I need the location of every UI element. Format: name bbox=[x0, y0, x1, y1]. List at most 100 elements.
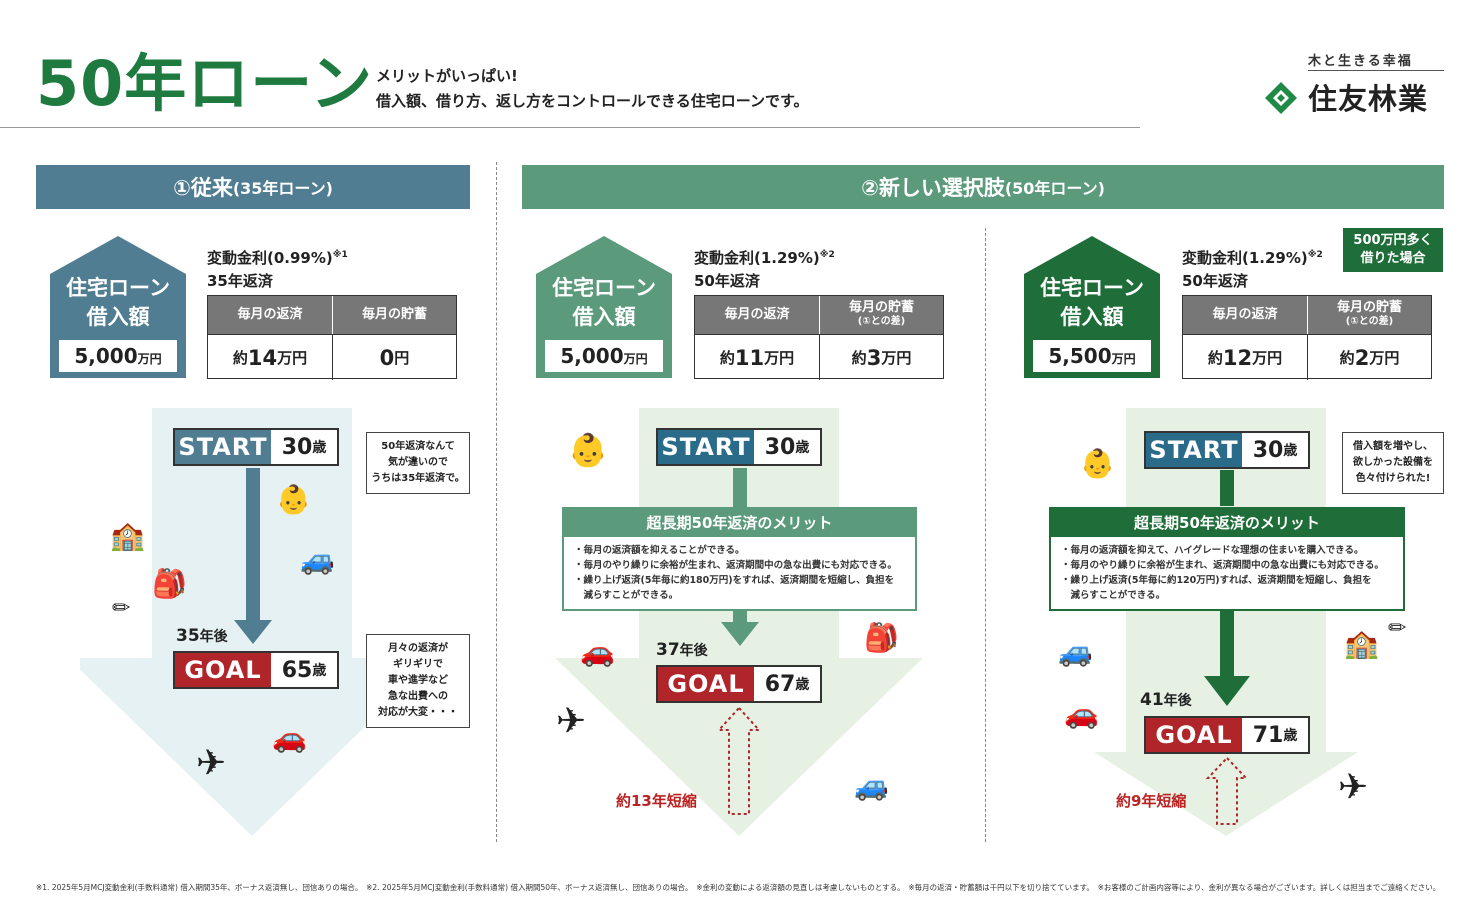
plan2-start-label: START bbox=[658, 430, 754, 464]
brand-tagline: 木と生きる幸福 bbox=[1308, 54, 1413, 69]
plan1-rate: 変動金利(0.99%)※1 35年返済 bbox=[207, 249, 348, 290]
list-item: ・毎月の返済額を抑えることができる。 bbox=[574, 545, 745, 556]
car-icon: 🚗 bbox=[1064, 697, 1099, 730]
school-icon: 🏫 bbox=[1344, 627, 1379, 660]
plan1-col1: 毎月の返済 bbox=[208, 296, 332, 334]
plan2-shortened-years: 約13年短縮 bbox=[616, 792, 697, 810]
plan3-goal-label: GOAL bbox=[1146, 718, 1242, 752]
list-item: 減らすことができる。 bbox=[574, 590, 679, 601]
plan2-amount: 5,000万円 bbox=[545, 340, 663, 372]
plan1-col2: 毎月の貯蓄 bbox=[332, 296, 456, 334]
brand-logo-icon bbox=[1265, 82, 1297, 114]
plan2-merit-title: 超長期50年返済のメリット bbox=[564, 509, 915, 537]
plan2-loan-amount-house: 住宅ローン 借入額 5,000万円 bbox=[536, 236, 672, 378]
section1-header: ①従来(35年ローン) bbox=[36, 165, 470, 209]
plan3-merit-box: 超長期50年返済のメリット ・毎月の返済額を抑えて、ハイグレードな理想の住まいを… bbox=[1049, 507, 1405, 611]
car-icon: 🚙 bbox=[854, 769, 889, 802]
list-item: ・繰り上げ返済(5年毎に約180万円)をすれば、返済期間を短縮し、負担を bbox=[574, 575, 895, 586]
airplane-icon: ✈ bbox=[196, 743, 227, 784]
plan1-worry-bubble: 月々の返済がギリギリで車や進学など急な出費への対応が大変・・・ bbox=[366, 634, 470, 728]
school-bag-icon: 🎒 bbox=[152, 567, 187, 600]
section2-title: ②新しい選択肢 bbox=[861, 176, 1005, 200]
car-icon: 🚗 bbox=[580, 635, 615, 668]
pencil-icon: ✏ bbox=[1388, 616, 1407, 641]
plan3-house-label2: 借入額 bbox=[1060, 305, 1124, 329]
school-icon: 🏫 bbox=[110, 519, 145, 552]
section1-title: ①従来 bbox=[173, 176, 233, 200]
car-icon: 🚗 bbox=[272, 721, 307, 754]
plan2-rate: 変動金利(1.29%)※2 50年返済 bbox=[694, 249, 835, 290]
plan3-merit-title: 超長期50年返済のメリット bbox=[1051, 509, 1403, 537]
plan-divider bbox=[985, 228, 986, 842]
plan3-extra-badge: 500万円多く借りた場合 bbox=[1343, 228, 1443, 272]
brand-name: 住友林業 bbox=[1308, 82, 1429, 116]
car-icon: 🚙 bbox=[1058, 635, 1093, 668]
plan3-shortened-years: 約9年短縮 bbox=[1116, 792, 1187, 810]
plan1-house-label1: 住宅ローン bbox=[66, 276, 170, 300]
list-item: 減らすことができる。 bbox=[1061, 590, 1166, 601]
baby-icon: 👶 bbox=[1080, 447, 1115, 480]
plan1-amount: 5,000万円 bbox=[59, 340, 177, 372]
header-divider bbox=[0, 127, 1140, 128]
plan2-house-label2: 借入額 bbox=[572, 305, 636, 329]
plan1-start-label: START bbox=[175, 430, 271, 464]
section2-title-sub: (50年ローン) bbox=[1004, 179, 1105, 198]
plan3-house-label1: 住宅ローン bbox=[1040, 276, 1144, 300]
plan3-col1: 毎月の返済 bbox=[1183, 296, 1307, 334]
section-divider bbox=[496, 162, 497, 842]
airplane-icon: ✈ bbox=[1338, 767, 1369, 808]
list-item: ・毎月の返済額を抑えて、ハイグレードな理想の住まいを購入できる。 bbox=[1061, 545, 1364, 556]
plan3-rate: 変動金利(1.29%)※2 50年返済 bbox=[1182, 249, 1323, 290]
plan3-start-label: START bbox=[1146, 433, 1242, 467]
plan3-col2: 毎月の貯蓄(①との差) bbox=[1307, 296, 1431, 334]
plan2-col2: 毎月の貯蓄(①との差) bbox=[819, 296, 943, 334]
section2-header: ②新しい選択肢(50年ローン) bbox=[522, 165, 1444, 209]
page-title: 50年ローン bbox=[36, 47, 374, 120]
pencil-icon: ✏ bbox=[112, 596, 131, 621]
plan2-years-after: 37年後 bbox=[656, 640, 708, 660]
tagline-line1: メリットがいっぱい! bbox=[376, 67, 518, 85]
plan2-goal-label: GOAL bbox=[658, 667, 754, 701]
list-item: ・繰り上げ返済(5年毎に約120万円)すれば、返済期間を短縮し、負担を bbox=[1061, 575, 1372, 586]
plan3-amount: 5,500万円 bbox=[1033, 340, 1151, 372]
baby-icon: 👶 bbox=[276, 483, 311, 516]
plan3-comment-bubble: 借入額を増やし、欲しかった設備を色々付けられた! bbox=[1342, 432, 1444, 494]
tagline-line2: 借入額、借り方、返し方をコントロールできる住宅ローンです。 bbox=[376, 92, 809, 110]
car-icon: 🚙 bbox=[300, 543, 335, 576]
plan2-merit-box: 超長期50年返済のメリット ・毎月の返済額を抑えることができる。 ・毎月のやり繰… bbox=[562, 507, 917, 611]
plan1-goal-label: GOAL bbox=[175, 653, 271, 687]
plan1-years-after: 35年後 bbox=[176, 626, 228, 646]
list-item: ・毎月のやり繰りに余裕が生まれ、返済期間中の急な出費にも対応できる。 bbox=[1061, 560, 1384, 571]
list-item: ・毎月のやり繰りに余裕が生まれ、返済期間中の急な出費にも対応できる。 bbox=[574, 560, 897, 571]
tagline: メリットがいっぱい! 借入額、借り方、返し方をコントロールできる住宅ローンです。 bbox=[376, 64, 808, 114]
school-bag-icon: 🎒 bbox=[864, 621, 899, 654]
plan1-house-label2: 借入額 bbox=[86, 305, 150, 329]
plan1-comment-bubble: 50年返済なんて気が違いのでうちは35年返済で。 bbox=[366, 432, 470, 494]
plan1-timeline-arrow bbox=[80, 408, 436, 836]
brand-divider bbox=[1308, 70, 1444, 71]
baby-icon: 👶 bbox=[568, 431, 608, 469]
section1-title-sub: (35年ローン) bbox=[232, 179, 333, 198]
plan2-col1: 毎月の返済 bbox=[695, 296, 819, 334]
plan3-loan-amount-house: 住宅ローン 借入額 5,500万円 bbox=[1024, 236, 1160, 378]
